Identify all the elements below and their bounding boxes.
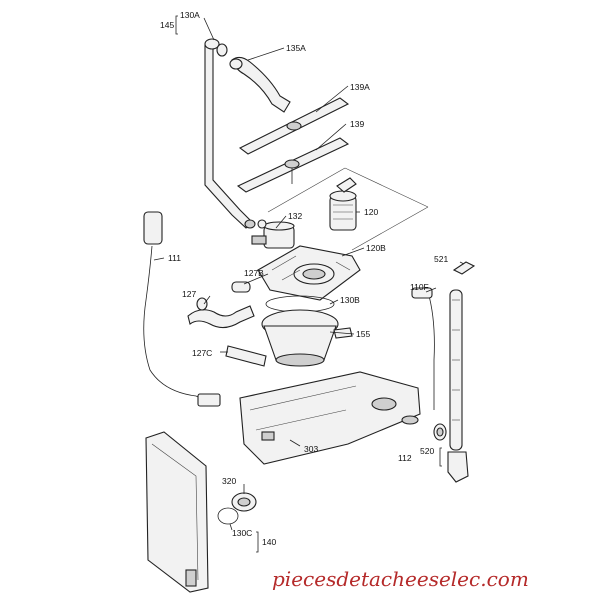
label-120B: 120B bbox=[366, 243, 386, 253]
label-139: 139 bbox=[350, 119, 364, 129]
part-132-valve-assembly bbox=[251, 219, 295, 249]
label-127B: 127B bbox=[244, 268, 264, 278]
label-140: 140 bbox=[262, 537, 276, 547]
part-520-ring bbox=[433, 423, 447, 441]
part-127B-small-hose bbox=[231, 281, 251, 293]
watermark-text: piecesdetacheeselec.com bbox=[272, 567, 529, 591]
label-521: 521 bbox=[434, 254, 448, 264]
part-139-lower-spray-arm bbox=[236, 137, 350, 193]
part-135A-arm-connector bbox=[229, 56, 291, 113]
part-110F-drain-pipe bbox=[411, 287, 435, 410]
label-130B: 130B bbox=[340, 295, 360, 305]
label-127: 127 bbox=[182, 289, 196, 299]
label-155: 155 bbox=[356, 329, 370, 339]
part-303-base bbox=[239, 371, 421, 465]
label-130C: 130C bbox=[232, 528, 252, 538]
label-112: 112 bbox=[398, 453, 412, 463]
part-155-sump bbox=[261, 309, 353, 367]
part-521-clip bbox=[452, 261, 476, 275]
part-112-drain-hose bbox=[447, 289, 469, 483]
label-132: 132 bbox=[288, 211, 302, 221]
part-140-door-panel bbox=[145, 431, 209, 593]
label-135A: 135A bbox=[286, 43, 306, 53]
label-320: 320 bbox=[222, 476, 236, 486]
label-110F: 110F bbox=[410, 282, 429, 292]
part-127C-hose bbox=[225, 345, 267, 367]
part-127-hose bbox=[187, 297, 255, 329]
label-120: 120 bbox=[364, 207, 378, 217]
part-130C-ring bbox=[217, 507, 239, 525]
leader-lines bbox=[153, 15, 465, 553]
part-145-feed-pipe bbox=[204, 38, 256, 229]
part-111-supply-hose bbox=[143, 211, 221, 407]
part-labels: 145 130A 135A 139A 139 132 120 120B 111 … bbox=[160, 10, 448, 547]
label-145: 145 bbox=[160, 20, 174, 30]
part-320-seal bbox=[231, 492, 257, 512]
part-139A-upper-spray-arm bbox=[238, 97, 350, 155]
label-111: 111 bbox=[168, 253, 181, 263]
label-520: 520 bbox=[420, 446, 434, 456]
label-303: 303 bbox=[304, 444, 318, 454]
label-130A: 130A bbox=[180, 10, 200, 20]
label-139A: 139A bbox=[350, 82, 370, 92]
part-120-cylinder-filter bbox=[329, 177, 357, 231]
perspective-guide-lines bbox=[267, 167, 429, 251]
part-120B-filter-plate bbox=[257, 245, 361, 301]
label-127C: 127C bbox=[192, 348, 212, 358]
